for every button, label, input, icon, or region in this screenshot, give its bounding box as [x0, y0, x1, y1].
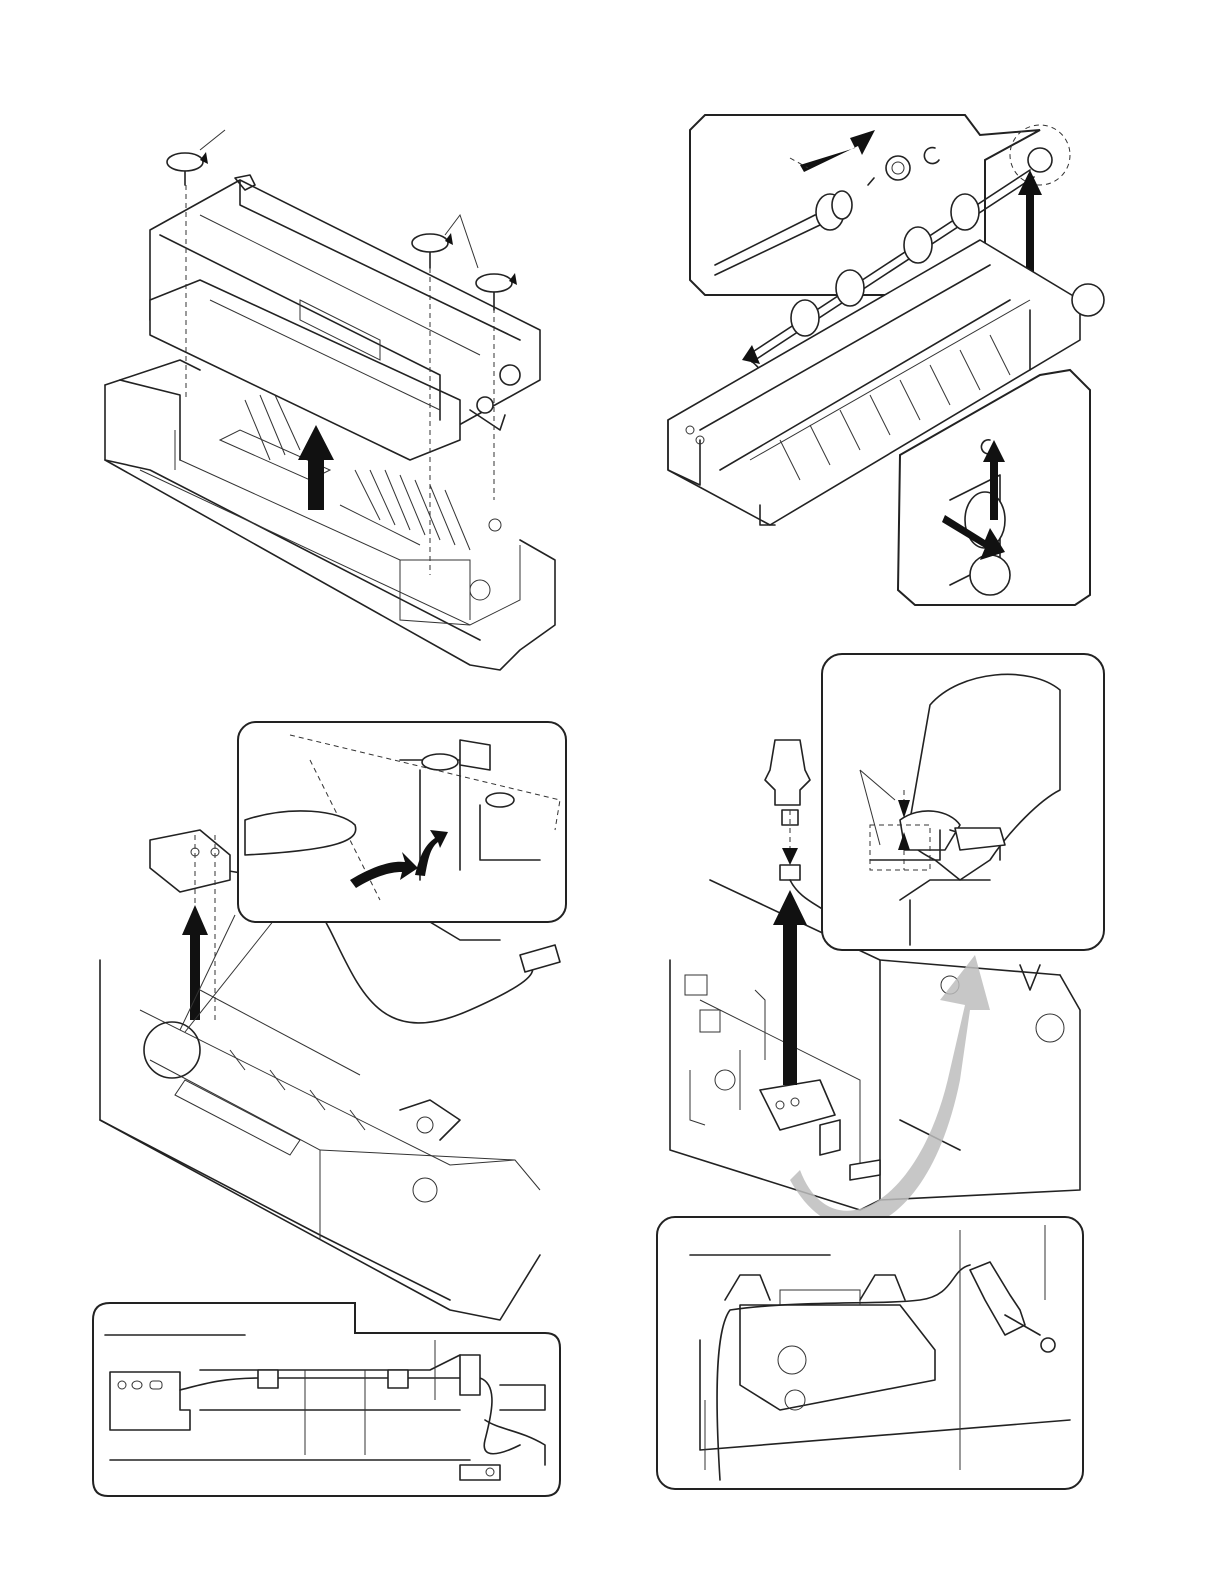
up-arrow-icon [298, 425, 334, 510]
fig-upper-right [668, 115, 1104, 605]
fig-lower-left [93, 1303, 560, 1496]
screw-rotate-icon [412, 233, 453, 268]
gear-icon [886, 156, 910, 180]
fig-upper-left [105, 130, 555, 670]
fig-lower-right [657, 1217, 1083, 1489]
fig-middle-right [670, 654, 1104, 1228]
screw-rotate-icon [167, 152, 208, 185]
fig-middle-left [100, 722, 566, 1320]
